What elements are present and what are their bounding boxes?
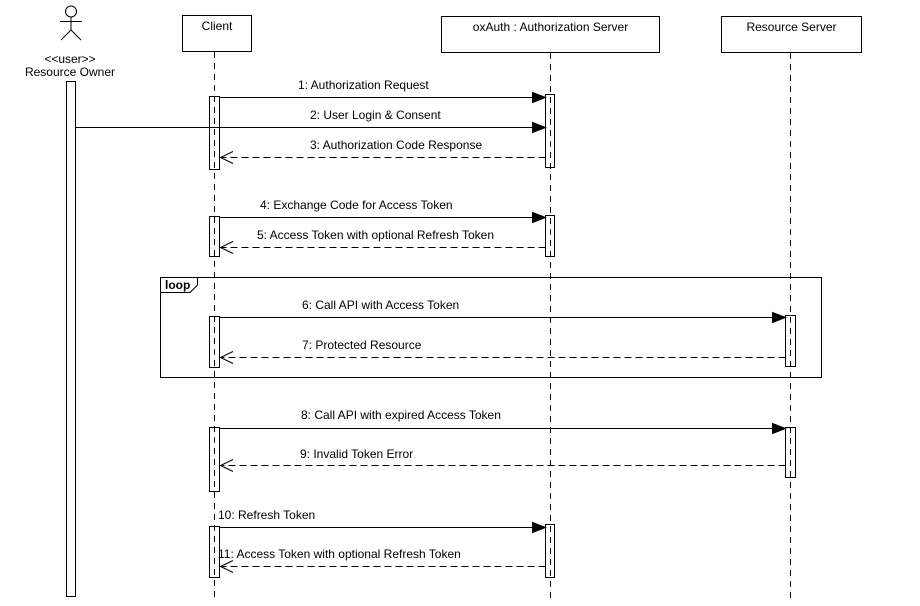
message-3-arrowhead — [219, 151, 234, 164]
activation-client-5 — [209, 526, 220, 578]
activation-resource-server-1 — [785, 315, 796, 367]
message-4-arrowhead — [532, 211, 547, 224]
activation-client-3 — [209, 316, 220, 368]
lifeline-head-oxauth: oxAuth : Authorization Server — [441, 16, 660, 53]
activation-client-1 — [209, 96, 220, 170]
message-1-arrowhead — [532, 91, 547, 104]
loop-fragment-tab — [160, 277, 198, 293]
message-2-arrowhead — [532, 121, 547, 134]
actor-name: Resource Owner — [24, 65, 116, 79]
activation-client-2 — [209, 216, 220, 257]
lifeline-head-oxauth-label: oxAuth : Authorization Server — [472, 20, 629, 34]
activation-resource-server-2 — [785, 427, 796, 478]
message-3-label: 3: Authorization Code Response — [310, 138, 483, 152]
message-10-label: 10: Refresh Token — [218, 508, 316, 522]
message-8-label: 8: Call API with expired Access Token — [301, 408, 501, 422]
message-11-label: 11: Access Token with optional Refresh T… — [218, 547, 461, 561]
lifeline-head-client: Client — [182, 15, 252, 52]
message-9-label: 9: Invalid Token Error — [300, 447, 414, 461]
activation-oxauth-1 — [545, 94, 555, 168]
message-11-arrowhead — [219, 560, 234, 573]
activation-client-4 — [209, 427, 220, 492]
message-7-label: 7: Protected Resource — [302, 338, 422, 352]
actor-figure-icon — [60, 5, 82, 41]
message-1-label: 1: Authorization Request — [298, 78, 429, 92]
activation-oxauth-2 — [545, 215, 555, 257]
message-5-arrowhead — [219, 241, 234, 254]
lifeline-head-resource-server-label: Resource Server — [746, 20, 837, 34]
lifeline-head-client-label: Client — [201, 19, 233, 33]
lifeline-head-resource-server: Resource Server — [721, 16, 862, 53]
message-6-arrowhead — [772, 311, 787, 324]
message-10-arrowhead — [532, 521, 547, 534]
activation-resource-owner — [66, 81, 76, 597]
actor-stereotype: <<user>> — [44, 52, 96, 66]
activation-oxauth-3 — [545, 524, 555, 578]
message-7-arrowhead — [219, 351, 234, 364]
message-8-arrowhead — [772, 422, 787, 435]
message-4-label: 4: Exchange Code for Access Token — [260, 198, 453, 212]
loop-fragment-frame — [160, 277, 822, 378]
message-2-label: 2: User Login & Consent — [310, 108, 441, 122]
message-6-label: 6: Call API with Access Token — [302, 298, 460, 312]
loop-operator-label: loop — [165, 278, 191, 292]
message-5-label: 5: Access Token with optional Refresh To… — [257, 228, 495, 242]
message-9-arrowhead — [219, 459, 234, 472]
